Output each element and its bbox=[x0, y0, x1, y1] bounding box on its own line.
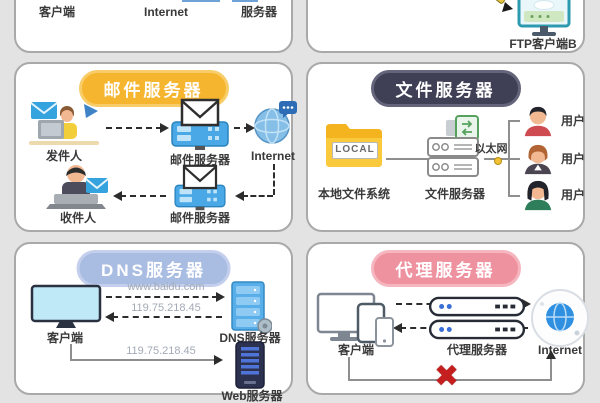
receiver-label: 收件人 bbox=[59, 211, 96, 225]
line-direct-down bbox=[70, 344, 72, 360]
user-avatar bbox=[524, 144, 552, 175]
link-fragment bbox=[232, 0, 258, 2]
ftp-client-b-label: FTP客户端B bbox=[509, 37, 577, 51]
local-fs-label: 本地文件系统 bbox=[317, 187, 390, 201]
mail-receiver-icon bbox=[46, 165, 109, 209]
proxy-client-label: 客户端 bbox=[337, 343, 374, 357]
mail-server-icon bbox=[171, 98, 229, 150]
blocked-route-bottom bbox=[348, 379, 552, 381]
arrow-query bbox=[106, 296, 218, 298]
client-devices-icon bbox=[316, 292, 394, 347]
client-monitor-icon bbox=[30, 284, 102, 328]
user-label: 用户 bbox=[560, 152, 585, 166]
mail-internet-label: Internet bbox=[250, 149, 295, 163]
web-server-label: Web服务器 bbox=[221, 389, 283, 403]
arrowhead bbox=[216, 292, 225, 302]
proxy-title-badge: 代理服务器 bbox=[370, 250, 521, 287]
user-label: 用户 bbox=[560, 114, 585, 128]
dns-client-label: 客户端 bbox=[46, 331, 83, 345]
dns-server-label: DNS服务器 bbox=[219, 331, 281, 345]
user-avatar bbox=[524, 180, 552, 211]
sender-label: 发件人 bbox=[45, 149, 82, 163]
panel-file-server: 文件服务器 LOCAL 本地文件系统 文件服务器 以太网 用户 bbox=[306, 62, 585, 232]
web-server-icon bbox=[235, 341, 265, 389]
arrow-mailserver-to-internet bbox=[234, 127, 250, 129]
dns-query-label: www.baidu.com bbox=[127, 281, 205, 293]
file-title-badge: 文件服务器 bbox=[370, 70, 521, 107]
arrowhead bbox=[546, 350, 556, 359]
bracket-stub bbox=[508, 120, 520, 122]
link-fragment bbox=[182, 0, 220, 2]
panel-ftp-flow: 客户端 Internet 服务器 bbox=[14, 0, 293, 53]
panel-ftp-client: FTP客户端B bbox=[306, 0, 585, 53]
ethernet-connector-icon bbox=[494, 157, 502, 165]
internet-label: Internet bbox=[143, 5, 188, 19]
line-internet-down bbox=[273, 164, 275, 195]
mail-server-icon bbox=[174, 164, 226, 211]
blocked-x-icon: ✖ bbox=[434, 360, 460, 393]
line-direct-right bbox=[70, 359, 216, 361]
bracket-stub bbox=[508, 158, 520, 160]
mail-server1-label: 邮件服务器 bbox=[169, 153, 230, 167]
server-label: 服务器 bbox=[240, 5, 277, 19]
panel-dns-server: DNS服务器 客户端 www.baidu.com 119.75.218.45 D… bbox=[14, 242, 293, 403]
dns-server-icon bbox=[231, 281, 272, 334]
arrow-mailserver2-to-receiver bbox=[120, 195, 166, 197]
panel-mail-server: 邮件服务器 发件人 邮件服务器 Internet bbox=[14, 62, 297, 232]
arrowhead bbox=[393, 323, 402, 333]
user-label: 用户 bbox=[560, 188, 585, 202]
ethernet-label: 以太网 bbox=[474, 143, 508, 155]
arrow-sender-to-mailserver bbox=[106, 127, 162, 129]
line-folder-to-server bbox=[386, 158, 428, 160]
dns-direct-ip-label: 119.75.218.45 bbox=[126, 345, 196, 357]
arrow-response bbox=[112, 316, 222, 318]
bracket-stub bbox=[508, 195, 520, 197]
blocked-route-right bbox=[550, 358, 552, 380]
arrowhead bbox=[246, 123, 255, 133]
internet-globe-icon bbox=[254, 101, 297, 144]
blocked-route-left bbox=[348, 357, 350, 380]
file-server-label: 文件服务器 bbox=[424, 187, 485, 201]
arrowhead bbox=[113, 191, 122, 201]
proxy-server-icon bbox=[428, 296, 526, 340]
local-folder-label: LOCAL bbox=[332, 142, 378, 159]
mail-server2-label: 邮件服务器 bbox=[169, 211, 230, 225]
arrowhead bbox=[235, 191, 244, 201]
mail-sender-icon bbox=[29, 102, 99, 145]
proxy-internet-label: Internet bbox=[537, 343, 582, 357]
cursor-icon bbox=[491, 0, 513, 12]
ftp-client-monitor-icon bbox=[517, 0, 571, 36]
arrowhead bbox=[214, 355, 223, 365]
dns-response-label: 119.75.218.45 bbox=[131, 302, 201, 314]
user-avatar bbox=[524, 106, 552, 137]
arrowhead bbox=[105, 312, 114, 322]
file-server-icon bbox=[427, 115, 479, 177]
dns-title-badge: DNS服务器 bbox=[76, 250, 231, 287]
arrowhead bbox=[160, 123, 169, 133]
arrowhead bbox=[522, 299, 531, 309]
proxy-internet-icon bbox=[531, 289, 589, 347]
proxy-server-label: 代理服务器 bbox=[446, 343, 507, 357]
client-label: 客户端 bbox=[38, 5, 75, 19]
arrow-internet-to-mailserver2 bbox=[242, 195, 273, 197]
panel-proxy-server: 代理服务器 客户端 代理服务器 Internet ✖ bbox=[306, 242, 589, 395]
